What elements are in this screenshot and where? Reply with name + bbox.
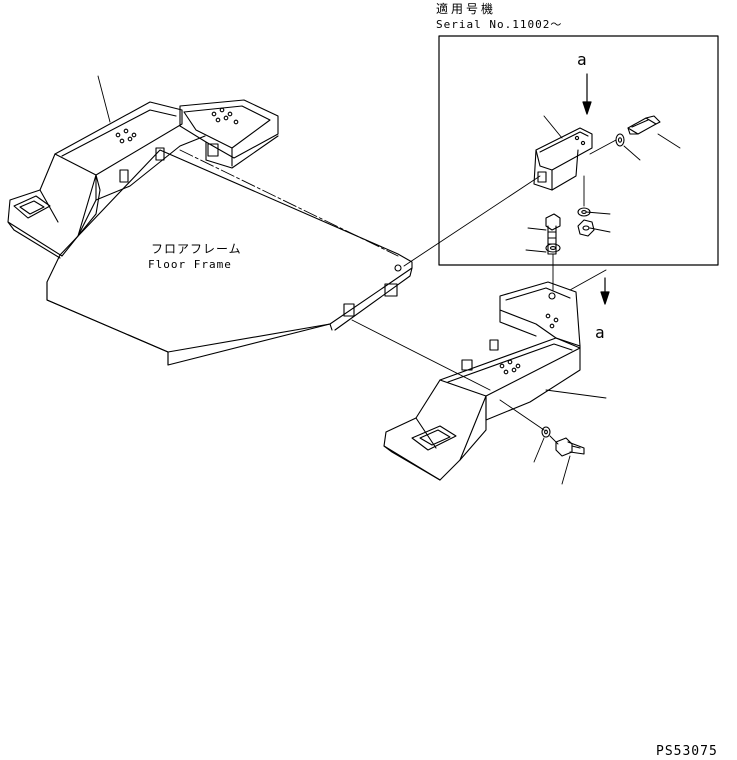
assembly-lines — [180, 140, 616, 444]
view-callout-a-right: a — [595, 323, 605, 342]
right-step-bracket — [384, 282, 580, 480]
floor-frame-label-jp: フロアフレーム — [151, 242, 242, 256]
serial-number-label: Serial No.11002～ — [436, 18, 563, 31]
detail-washer-3 — [546, 244, 560, 252]
lower-bolt — [556, 438, 584, 456]
floor-frame-plate — [47, 150, 412, 365]
serial-box-title: 適用号機 — [436, 2, 497, 16]
lower-washer — [542, 427, 550, 437]
detail-angle-bracket — [534, 128, 592, 190]
view-callout-a-top: a — [577, 50, 587, 69]
detail-nut — [578, 220, 594, 236]
detail-bolt-horizontal — [628, 116, 660, 134]
floor-frame-label-en: Floor Frame — [148, 258, 232, 271]
detail-bolt-vertical — [546, 214, 560, 254]
left-step-bracket — [8, 100, 278, 258]
arrow-a-top — [583, 74, 591, 114]
leader-lines — [98, 76, 680, 484]
drawing-code: PS53075 — [656, 744, 718, 759]
detail-washer-1 — [616, 134, 624, 146]
detail-frame — [439, 36, 718, 265]
arrow-a-right — [601, 278, 609, 304]
